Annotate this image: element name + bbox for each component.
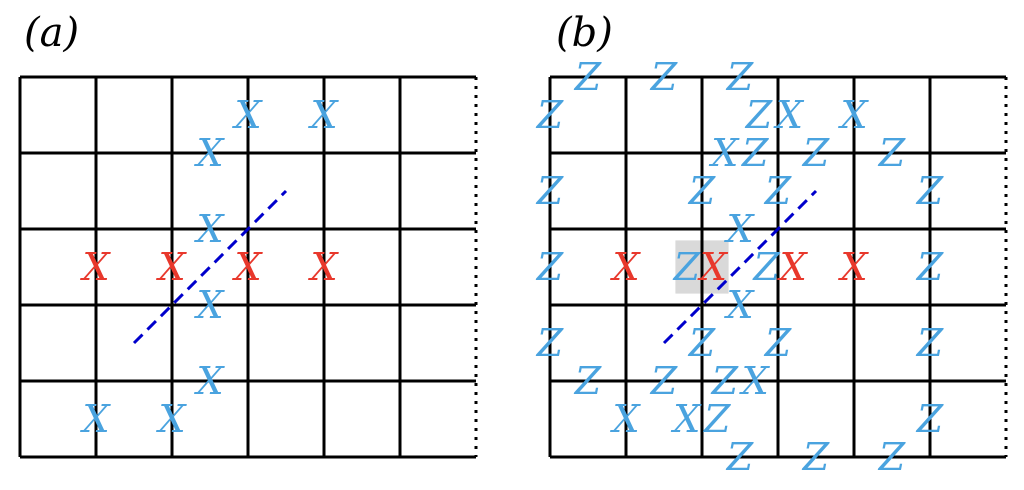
operator-x-label: X bbox=[708, 131, 740, 175]
panel-b-label: (b) bbox=[556, 10, 613, 56]
panel-a-grid bbox=[18, 75, 478, 459]
operator-z-label: Z bbox=[688, 321, 716, 365]
operator-z-label: Z bbox=[802, 131, 830, 175]
operator-x-label: X bbox=[231, 93, 263, 137]
operator-x-label: X bbox=[609, 397, 641, 441]
operator-z-label: Z bbox=[673, 245, 701, 289]
operator-z-label: Z bbox=[536, 93, 564, 137]
operator-x-label: X bbox=[231, 245, 263, 289]
operator-z-label: Z bbox=[650, 55, 678, 99]
operator-z-label: Z bbox=[878, 435, 906, 479]
operator-x-label: X bbox=[193, 131, 225, 175]
operator-z-label: Z bbox=[650, 359, 678, 403]
operator-z-label: Z bbox=[711, 359, 739, 403]
operator-x-label: X bbox=[307, 93, 339, 137]
operator-z-label: Z bbox=[745, 93, 773, 137]
dashed-cut-line bbox=[662, 189, 818, 345]
operator-x-label: X bbox=[193, 359, 225, 403]
operator-z-label: Z bbox=[536, 321, 564, 365]
operator-x-label: X bbox=[79, 245, 111, 289]
operator-x-label: X bbox=[193, 283, 225, 327]
operator-z-label: Z bbox=[741, 131, 769, 175]
operator-x-label: X bbox=[777, 245, 809, 289]
operator-x-label: X bbox=[193, 207, 225, 251]
operator-z-label: Z bbox=[878, 131, 906, 175]
operator-z-label: Z bbox=[764, 321, 792, 365]
operator-x-label: X bbox=[837, 93, 869, 137]
operator-x-label: X bbox=[79, 397, 111, 441]
operator-z-label: Z bbox=[536, 169, 564, 213]
operator-x-label: X bbox=[307, 245, 339, 289]
panel-b-grid bbox=[548, 75, 1008, 459]
operator-z-label: Z bbox=[916, 397, 944, 441]
operator-x-label: X bbox=[155, 245, 187, 289]
operator-x-label: X bbox=[739, 359, 771, 403]
operator-z-label: Z bbox=[703, 397, 731, 441]
operator-z-label: Z bbox=[688, 169, 716, 213]
operator-x-label: X bbox=[609, 245, 641, 289]
panel-b-cut-line bbox=[662, 189, 818, 345]
operator-x-label: X bbox=[155, 397, 187, 441]
operator-x-label: X bbox=[697, 245, 729, 289]
operator-z-label: Z bbox=[752, 245, 780, 289]
operator-z-label: Z bbox=[764, 169, 792, 213]
operator-x-label: X bbox=[670, 397, 702, 441]
panel-a-cut-line bbox=[132, 189, 288, 345]
operator-z-label: Z bbox=[536, 245, 564, 289]
operator-z-label: Z bbox=[726, 435, 754, 479]
operator-z-label: Z bbox=[574, 359, 602, 403]
operator-x-label: X bbox=[723, 283, 755, 327]
panel-a-label: (a) bbox=[24, 10, 79, 56]
operator-z-label: Z bbox=[916, 321, 944, 365]
operator-x-label: X bbox=[773, 93, 805, 137]
operator-x-label: X bbox=[837, 245, 869, 289]
operator-z-label: Z bbox=[802, 435, 830, 479]
operator-z-label: Z bbox=[916, 245, 944, 289]
operator-x-label: X bbox=[723, 207, 755, 251]
dashed-cut-line bbox=[132, 189, 288, 345]
operator-z-label: Z bbox=[726, 55, 754, 99]
operator-z-label: Z bbox=[916, 169, 944, 213]
operator-z-label: Z bbox=[574, 55, 602, 99]
